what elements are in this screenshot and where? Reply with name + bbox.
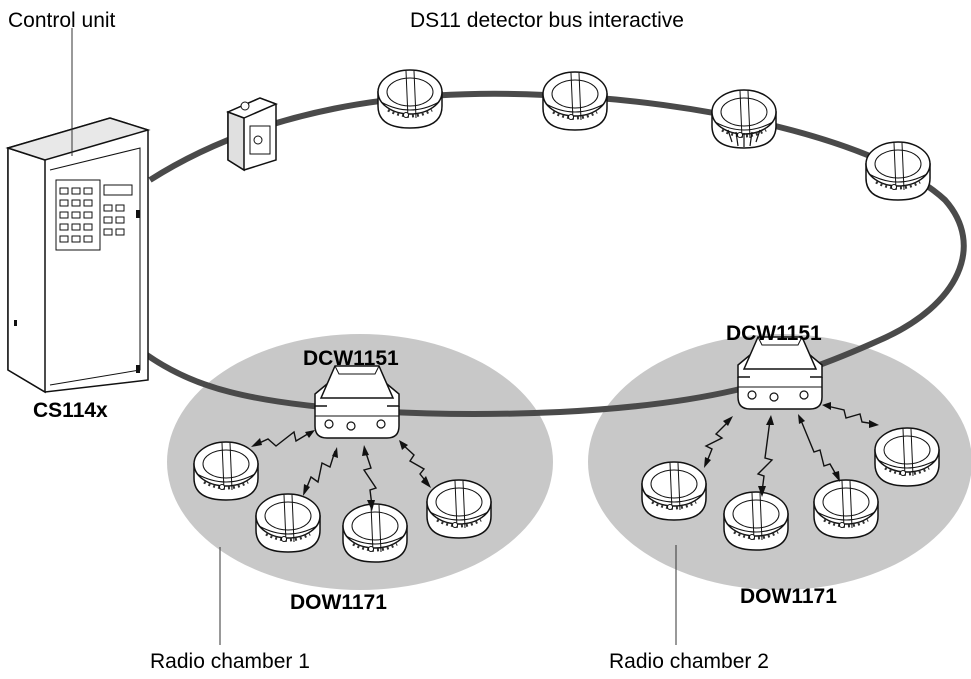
- smoke-detector-icon: [873, 426, 941, 488]
- fire-control-panel-icon: [5, 117, 151, 394]
- manual-call-point-icon: [226, 97, 278, 172]
- radio-chamber-1-label: Radio chamber 1: [150, 650, 310, 673]
- radio-link-zigzag-icon: [254, 430, 312, 447]
- smoke-detector-icon: [541, 70, 609, 132]
- radio-link-zigzag-icon: [799, 417, 839, 479]
- smoke-detector-icon: [192, 440, 260, 502]
- control-model-label: CS114x: [33, 399, 108, 422]
- smoke-detector-icon: [640, 460, 708, 522]
- detector-bus-line: [138, 90, 967, 417]
- radio-link-zigzag-icon: [304, 450, 336, 493]
- radio-link-zigzag-icon: [826, 405, 876, 425]
- heat-detector-icon: [710, 88, 778, 150]
- smoke-detector-icon: [376, 68, 444, 130]
- radio-chamber-2-label: Radio chamber 2: [609, 650, 769, 673]
- smoke-detector-icon: [425, 478, 493, 540]
- radio-link-zigzag-icon: [704, 419, 731, 465]
- gateway-2-label: DCW1151: [726, 322, 822, 345]
- radio-link-zigzag-icon: [401, 443, 429, 485]
- smoke-detector-icon: [341, 502, 409, 564]
- radio-link-zigzag-icon: [756, 419, 774, 493]
- gateway-1-label: DCW1151: [303, 347, 399, 370]
- detectors-1-label: DOW1171: [290, 591, 387, 614]
- smoke-detector-icon: [864, 140, 932, 202]
- smoke-detector-icon: [722, 490, 790, 552]
- smoke-detector-icon: [812, 478, 880, 540]
- radio-link-zigzag-icon: [362, 449, 378, 507]
- bus-label: DS11 detector bus interactive: [410, 9, 684, 32]
- smoke-detector-icon: [254, 492, 322, 554]
- detectors-2-label: DOW1171: [740, 585, 837, 608]
- control-unit-label: Control unit: [8, 9, 116, 32]
